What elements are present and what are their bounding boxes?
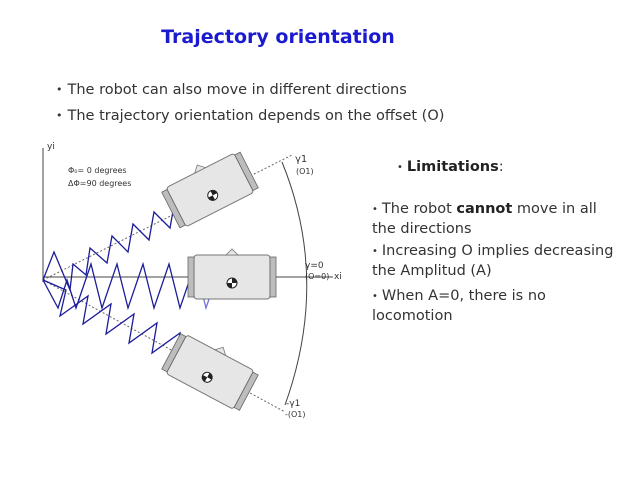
gamma0-label: γ=0: [305, 261, 324, 271]
orientation-arc: [281, 161, 308, 406]
y-axis-label: yi: [47, 142, 55, 152]
gamma-neg-label: -γ1: [286, 399, 300, 409]
bullet-text: The robot can also move in different dir…: [67, 82, 407, 98]
bullet-dot: •: [56, 83, 63, 96]
bullet-dot: •: [372, 246, 378, 257]
limitations-suffix: :: [498, 159, 504, 175]
robot-upper: [157, 144, 260, 231]
limitation-text: Increasing O implies decreasing the Ampl…: [372, 243, 614, 279]
gamma1-label: γ1: [295, 154, 307, 165]
limitations-label: Limitations: [406, 159, 499, 175]
x-axis-label: xi: [334, 272, 342, 282]
bullet-dot: •: [372, 204, 378, 215]
bullet-dot: •: [397, 162, 403, 173]
limitation-text-bold: cannot: [456, 201, 513, 217]
slide-title: Trajectory orientation: [161, 26, 395, 48]
trajectory-horizontal: [42, 261, 196, 311]
limitations-heading: •Limitations:: [397, 158, 504, 178]
limitation-item-directions: •The robot cannot move in all the direct…: [372, 200, 622, 238]
gamma0-sub: (O=0): [305, 272, 329, 281]
trajectory-lower: [42, 279, 204, 362]
gamma1-sub: (O1): [296, 167, 314, 176]
dphi-label: ΔΦ=90 degrees: [68, 179, 131, 188]
limitation-text-pre: The robot: [381, 201, 457, 217]
trajectory-upper: [42, 198, 190, 293]
limitation-text-post: move in all the directions: [372, 201, 597, 237]
robot-lower: [160, 326, 263, 413]
bullet-offset: • The trajectory orientation depends on t…: [56, 108, 444, 124]
limitation-item-amplitude: •Increasing O implies decreasing the Amp…: [372, 242, 637, 280]
gamma-neg-sub: -(O1): [285, 410, 306, 419]
limitation-text: When A=0, there is no locomotion: [372, 288, 546, 324]
bullet-directions: • The robot can also move in different di…: [56, 82, 407, 98]
limitation-item-locomotion: •When A=0, there is no locomotion: [372, 287, 622, 325]
phi-label: Φ₀= 0 degrees: [68, 166, 127, 175]
bullet-dot: •: [56, 109, 63, 122]
robot-center: [187, 248, 277, 300]
bullet-dot: •: [372, 291, 378, 302]
bullet-text: The trajectory orientation depends on th…: [67, 108, 445, 124]
